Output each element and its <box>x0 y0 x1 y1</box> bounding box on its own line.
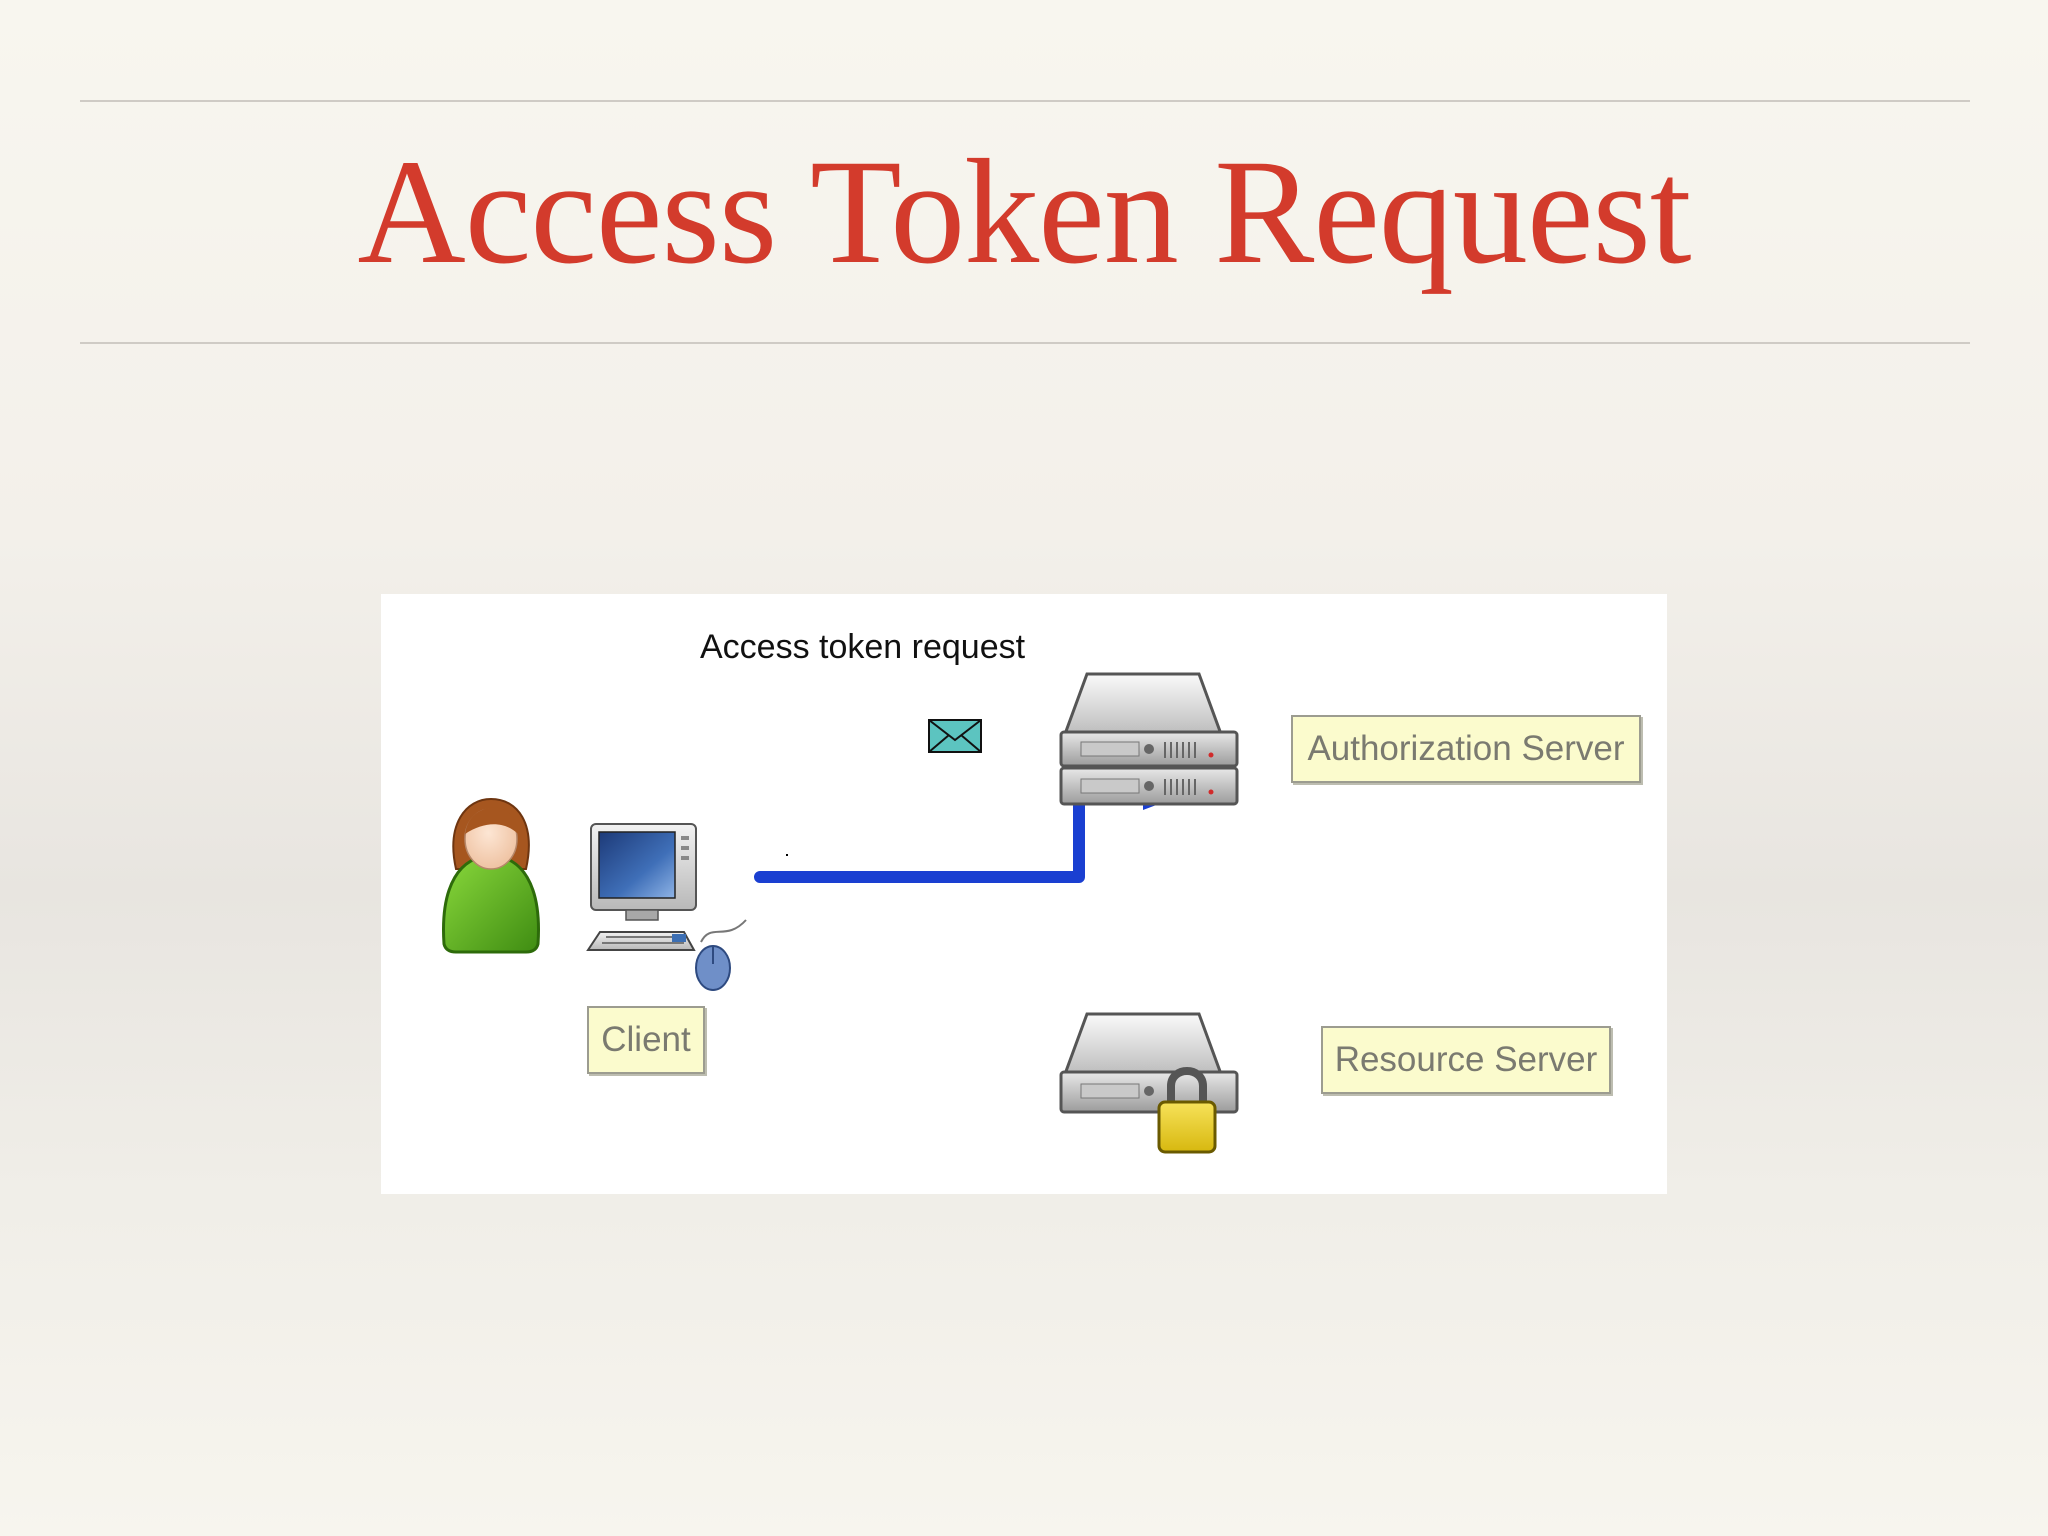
envelope-icon <box>927 718 983 754</box>
mouse-icon <box>691 912 751 992</box>
resource-server-label: Resource Server <box>1321 1026 1611 1094</box>
locked-server-icon <box>1053 1008 1243 1168</box>
computer-icon <box>586 822 701 954</box>
diagram-panel: Access token request <box>381 594 1667 1194</box>
slide-title: Access Token Request <box>357 129 1691 295</box>
top-divider <box>80 100 1970 102</box>
authorization-server-label: Authorization Server <box>1291 715 1641 783</box>
server-stack-icon <box>1053 670 1243 810</box>
user-icon <box>436 794 546 956</box>
client-label: Client <box>587 1006 705 1074</box>
bottom-divider <box>80 342 1970 344</box>
diagram-caption: Access token request <box>700 628 1026 666</box>
